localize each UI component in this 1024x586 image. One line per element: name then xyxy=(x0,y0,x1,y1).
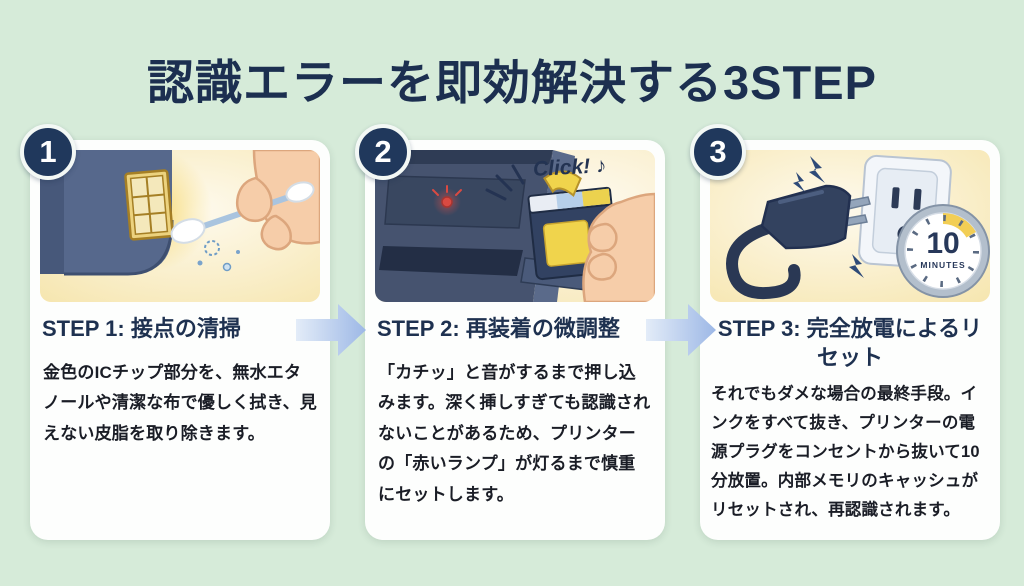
timer-minutes-value: 10 xyxy=(926,226,960,260)
step3-body: それでもダメな場合の最終手段。インクをすべて抜き、プリンターの電源プラグをコンセ… xyxy=(711,385,980,519)
step3-heading: STEP 3: 完全放電によるリセット xyxy=(717,316,983,370)
red-lamp-icon xyxy=(432,185,462,216)
ic-chip-icon xyxy=(124,169,174,241)
step2-heading: STEP 2: 再装着の微調整 xyxy=(377,316,620,341)
timer-icon xyxy=(896,204,990,298)
page-title: 認識エラーを即効解決する3STEP xyxy=(147,56,877,109)
step1-card: 1 xyxy=(20,124,330,540)
unplug-reset-illustration xyxy=(710,150,990,302)
step1-illustration xyxy=(40,150,320,302)
gripping-finger xyxy=(235,176,273,222)
step3-card: 3 xyxy=(690,124,1000,540)
step2-body: 「カチッ」と音がするまで押し込みます。深く挿しすぎても認識されないことがあるため… xyxy=(378,362,651,504)
static-bolt-icons xyxy=(793,156,864,278)
power-plug-icon xyxy=(760,184,871,250)
step2-card: 2 xyxy=(355,124,665,540)
step2-illustration: Click! ♪ xyxy=(375,150,655,302)
step3-illustration: 10 MINUTES xyxy=(710,150,990,302)
step1-body: 金色のICチップ部分を、無水エタノールや清潔な布で優しく拭き、見えない皮脂を取り… xyxy=(43,362,318,443)
step1-number-badge: 1 xyxy=(20,124,76,180)
hand xyxy=(582,192,655,302)
timer-label: 10 MINUTES xyxy=(920,226,966,270)
step2-number-badge: 2 xyxy=(355,124,411,180)
right-arrow-icon xyxy=(646,304,716,356)
right-arrow-icon xyxy=(296,304,366,356)
cotton-swab-cleaning-illustration xyxy=(40,150,320,302)
timer-minutes-unit: MINUTES xyxy=(920,259,966,270)
step1-heading: STEP 1: 接点の清掃 xyxy=(42,316,241,341)
power-cable xyxy=(726,222,801,299)
click-sound-label: Click! ♪ xyxy=(532,154,608,181)
dust-particles xyxy=(197,240,240,272)
click-emphasis-strokes xyxy=(485,164,525,201)
step3-number-badge: 3 xyxy=(690,124,746,180)
cartridge-insert-illustration xyxy=(375,150,655,302)
